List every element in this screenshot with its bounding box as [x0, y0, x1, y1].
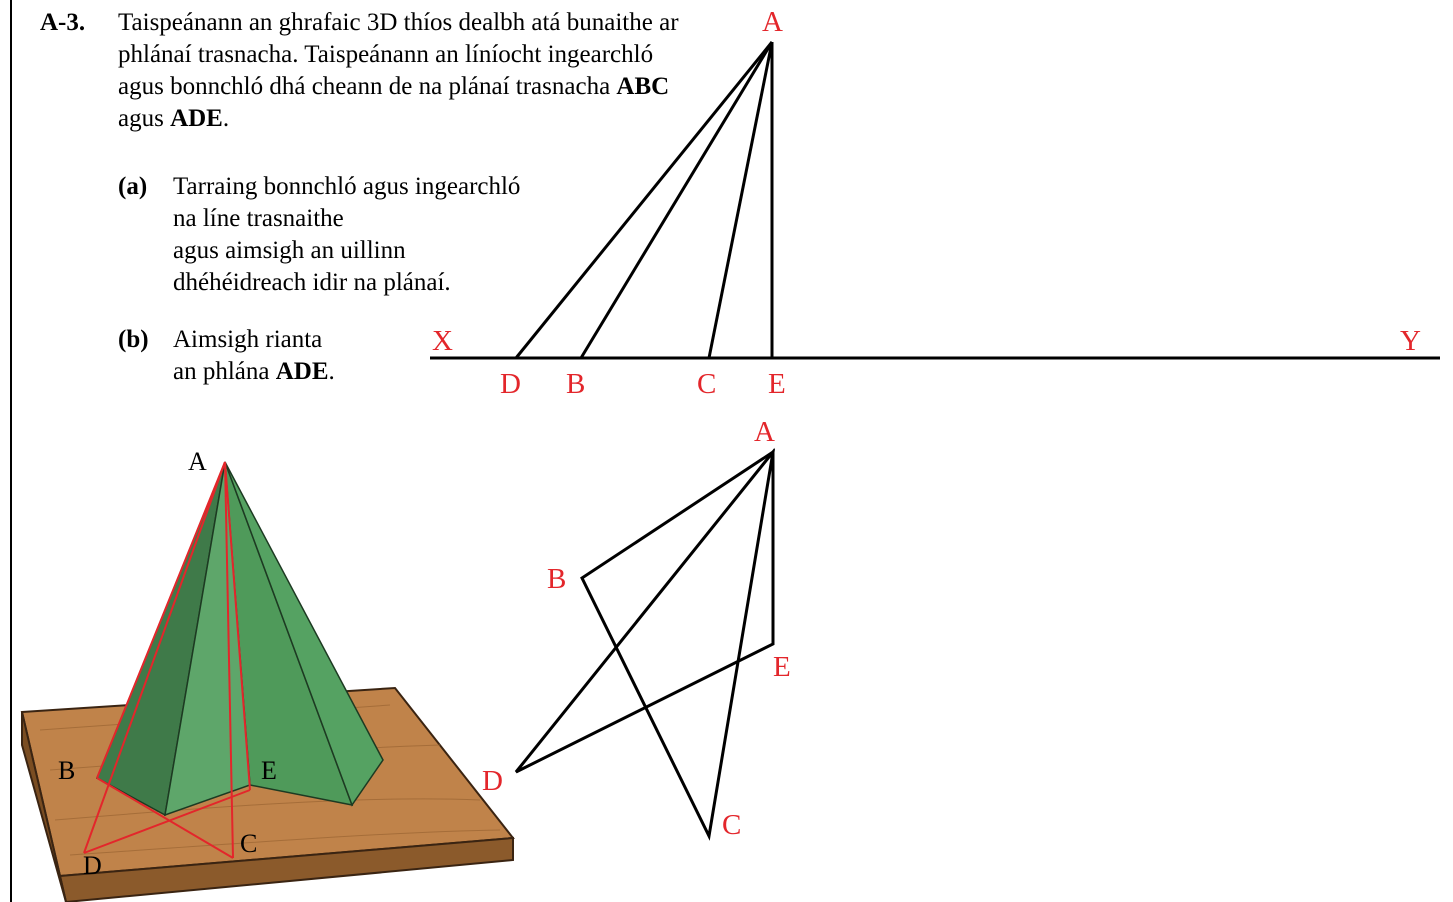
- plan-label-d: D: [482, 765, 503, 797]
- plane-ade-label: ADE: [275, 358, 329, 385]
- period: .: [222, 105, 230, 132]
- conjunction: agus: [118, 105, 171, 132]
- elevation-label-e: E: [768, 368, 786, 400]
- plane-abc-label: ABC: [616, 73, 670, 100]
- y-label: Y: [1400, 325, 1421, 357]
- elevation-label-b: B: [566, 368, 585, 400]
- model-label-a: A: [188, 447, 207, 476]
- model-red-line-bc: [96, 777, 234, 859]
- period: .: [328, 358, 335, 385]
- question-intro: Taispeánann an ghrafaic 3D thíos dealbh …: [118, 9, 679, 100]
- elevation-label-d: D: [500, 368, 521, 400]
- part-a-line: na líne trasnaithe: [173, 205, 344, 232]
- plan-label-c: C: [722, 809, 741, 841]
- model-red-line-ae: [224, 461, 251, 791]
- plan-view: A B E D C: [482, 416, 791, 841]
- plan-label-a: A: [754, 416, 775, 448]
- model-red-line-ad: [83, 461, 226, 854]
- pyramid-face-back: [224, 461, 384, 807]
- part-b-text: Aimsigh rianta an phlána ADE.: [173, 324, 335, 388]
- part-b-line: Aimsigh rianta: [173, 326, 323, 353]
- part-a-line: agus aimsigh an uillinn: [173, 237, 406, 264]
- question-number: A-3.: [40, 9, 86, 36]
- x-label: X: [432, 325, 453, 357]
- wood-base-left: [21, 711, 67, 902]
- elevation-line-ac: [707, 41, 774, 359]
- model-red-line-ac: [224, 461, 234, 859]
- part-b-text-fragment: an phlána: [173, 358, 276, 385]
- question-text: Taispeánann an ghrafaic 3D thíos dealbh …: [118, 7, 698, 135]
- elevation-label-a: A: [762, 6, 783, 38]
- model-label-c: C: [240, 829, 257, 858]
- 3d-model: A B E C D: [20, 447, 515, 902]
- elevation-label-c: C: [697, 368, 716, 400]
- part-a-line: dhéhéidreach idir na plánaí.: [173, 269, 451, 296]
- page-border: [10, 0, 12, 902]
- plane-ade-label: ADE: [170, 105, 223, 132]
- model-label-e: E: [261, 756, 277, 785]
- plan-triangle-abc: [580, 448, 776, 841]
- part-b-label: (b): [118, 326, 149, 353]
- model-label-b: B: [58, 756, 75, 785]
- plan-label-b: B: [547, 563, 566, 595]
- model-red-line-ab: [96, 461, 226, 779]
- elevation-line-ab: [579, 41, 774, 359]
- part-a-text: Tarraing bonnchló agus ingearchló na lín…: [173, 171, 520, 299]
- part-a-label: (a): [118, 173, 148, 200]
- part-a-line: Tarraing bonnchló agus ingearchló: [173, 173, 521, 200]
- plan-triangle-ade: [514, 447, 775, 774]
- part-b-line: an phlána ADE.: [173, 356, 335, 388]
- elevation-line-ad: [514, 41, 774, 359]
- model-red-line-de: [83, 789, 251, 854]
- elevation-view: A X Y D B C E: [430, 6, 1440, 400]
- plan-label-e: E: [773, 651, 791, 683]
- model-label-d: D: [83, 851, 102, 880]
